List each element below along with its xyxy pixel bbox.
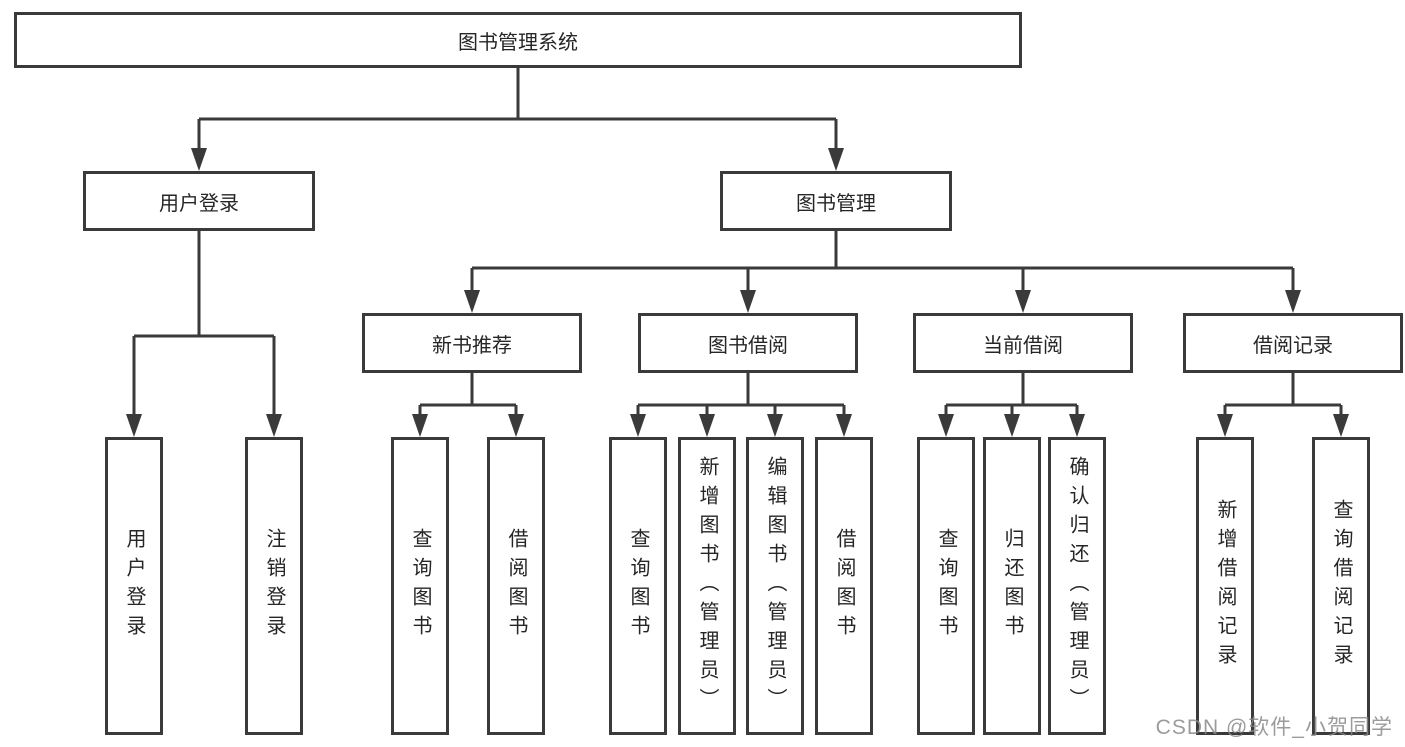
arrowhead bbox=[740, 290, 756, 313]
leaf-query-books: 查询图书 bbox=[391, 437, 449, 735]
node-user-login: 用户登录 bbox=[83, 171, 315, 231]
leaf-logout: 注销登录 bbox=[245, 437, 303, 735]
leaf-label: 查询图书 bbox=[627, 528, 649, 644]
leaf-label: 查询图书 bbox=[935, 528, 957, 644]
arrowhead bbox=[508, 414, 524, 437]
leaf-label: 查询图书 bbox=[409, 528, 431, 644]
arrowhead bbox=[767, 414, 783, 437]
watermark: CSDN @软件_小贺同学 bbox=[1155, 716, 1393, 739]
arrowhead bbox=[1004, 414, 1020, 437]
leaf-label: 归还图书 bbox=[1001, 528, 1023, 644]
node-current-borrow: 当前借阅 bbox=[913, 313, 1133, 373]
connector-newbook-to-leaves bbox=[412, 373, 524, 437]
connector-root-to-level2 bbox=[191, 68, 844, 171]
node-library-system: 图书管理系统 bbox=[14, 12, 1022, 68]
arrowhead bbox=[126, 414, 142, 437]
arrowhead bbox=[266, 414, 282, 437]
leaf-query-books: 查询图书 bbox=[609, 437, 667, 735]
arrowhead bbox=[1015, 290, 1031, 313]
leaf-label: 借阅图书 bbox=[833, 528, 855, 644]
node-book-management: 图书管理 bbox=[720, 171, 952, 231]
arrowhead bbox=[1333, 414, 1349, 437]
leaf-label: 查询借阅记录 bbox=[1330, 499, 1352, 673]
node-label: 新书推荐 bbox=[432, 334, 512, 357]
node-new-book-recommend: 新书推荐 bbox=[362, 313, 582, 373]
leaf-borrow-books: 借阅图书 bbox=[815, 437, 873, 735]
node-borrow-records: 借阅记录 bbox=[1183, 313, 1403, 373]
node-label: 图书管理系统 bbox=[458, 31, 578, 54]
arrowhead bbox=[836, 414, 852, 437]
arrowhead bbox=[191, 148, 207, 171]
leaf-confirm-return-admin: 确认归还（管理员） bbox=[1048, 437, 1106, 735]
arrowhead bbox=[412, 414, 428, 437]
node-label: 图书借阅 bbox=[708, 334, 788, 357]
leaf-label: 新增借阅记录 bbox=[1214, 499, 1236, 673]
connector-login-to-leaves bbox=[126, 231, 282, 437]
node-label: 用户登录 bbox=[159, 192, 239, 215]
arrowhead bbox=[938, 414, 954, 437]
arrowhead bbox=[1217, 414, 1233, 437]
leaf-label: 编辑图书（管理员） bbox=[764, 455, 786, 717]
leaf-label: 注销登录 bbox=[263, 528, 285, 644]
leaf-label: 用户登录 bbox=[123, 528, 145, 644]
leaf-add-borrow-record: 新增借阅记录 bbox=[1196, 437, 1254, 735]
leaf-return-books: 归还图书 bbox=[983, 437, 1041, 735]
leaf-label: 确认归还（管理员） bbox=[1066, 455, 1088, 717]
leaf-add-books-admin: 新增图书（管理员） bbox=[678, 437, 736, 735]
leaf-label: 新增图书（管理员） bbox=[696, 455, 718, 717]
node-label: 借阅记录 bbox=[1253, 334, 1333, 357]
arrowhead bbox=[1069, 414, 1085, 437]
arrowhead bbox=[1285, 290, 1301, 313]
arrowhead bbox=[828, 148, 844, 171]
leaf-query-books: 查询图书 bbox=[917, 437, 975, 735]
arrowhead bbox=[464, 290, 480, 313]
leaf-label: 借阅图书 bbox=[505, 528, 527, 644]
leaf-query-borrow-record: 查询借阅记录 bbox=[1312, 437, 1370, 735]
leaf-borrow-books: 借阅图书 bbox=[487, 437, 545, 735]
connector-bookmgmt-to-level3 bbox=[464, 231, 1301, 313]
leaf-user-login: 用户登录 bbox=[105, 437, 163, 735]
connector-records-to-leaves bbox=[1217, 373, 1349, 437]
connector-current-to-leaves bbox=[938, 373, 1085, 437]
leaf-edit-books-admin: 编辑图书（管理员） bbox=[746, 437, 804, 735]
node-book-borrow: 图书借阅 bbox=[638, 313, 858, 373]
arrowhead bbox=[699, 414, 715, 437]
arrowhead bbox=[630, 414, 646, 437]
node-label: 当前借阅 bbox=[983, 334, 1063, 357]
connector-borrow-to-leaves bbox=[630, 373, 852, 437]
node-label: 图书管理 bbox=[796, 192, 876, 215]
